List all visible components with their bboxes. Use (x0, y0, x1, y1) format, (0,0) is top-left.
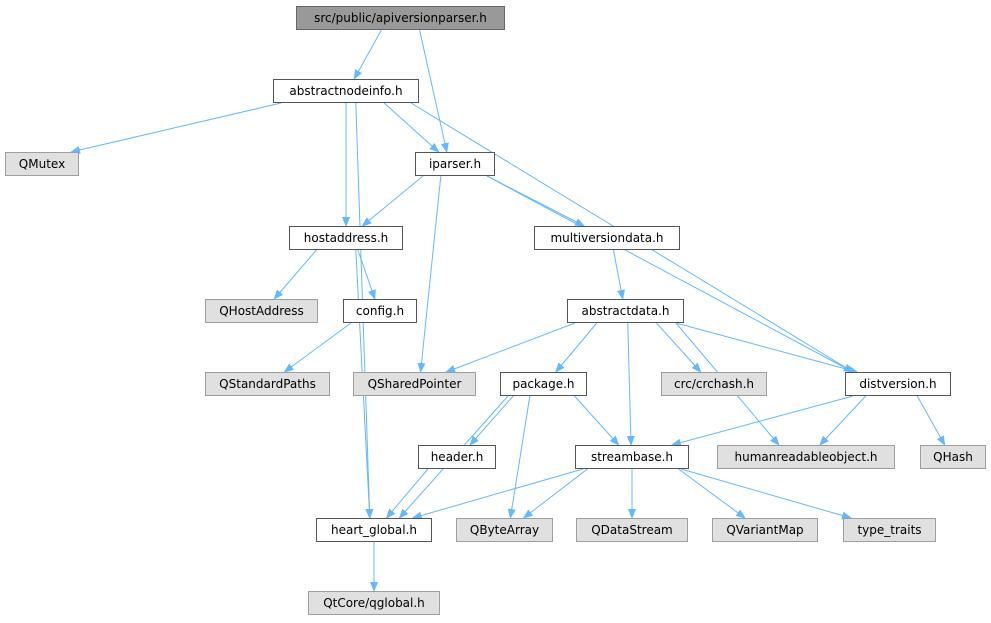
edge-streambase-to-heart_global (411, 468, 584, 520)
edge-package-to-streambase (574, 395, 620, 446)
node-qhostaddress: QHostAddress (205, 299, 318, 323)
node-package[interactable]: package.h (500, 372, 587, 396)
edge-streambase-to-qbytearray (522, 468, 588, 519)
node-streambase[interactable]: streambase.h (575, 445, 689, 469)
edge-multiversiondata-to-abstractdata (612, 249, 625, 300)
edge-hostaddress-to-qhostaddress (273, 249, 317, 300)
edge-abstractnodeinfo-to-qmutex (70, 102, 282, 154)
edge-abstractnodeinfo-to-iparser (383, 102, 440, 153)
edge-distversion-to-qhash (916, 395, 946, 446)
node-header[interactable]: header.h (418, 445, 496, 469)
node-qsharedpointer: QSharedPointer (353, 372, 476, 396)
node-heart-global[interactable]: heart_global.h (316, 518, 432, 542)
edge-root-to-iparser (419, 29, 449, 153)
edge-streambase-to-type_traits (680, 468, 852, 520)
node-qhash: QHash (920, 445, 986, 469)
edge-streambase-to-qvariantmap (678, 468, 746, 519)
node-qmutex: QMutex (5, 152, 79, 176)
node-qbytearray: QByteArray (456, 518, 553, 542)
node-multiversiondata[interactable]: multiversiondata.h (534, 226, 680, 250)
edge-header-to-heart_global (385, 468, 429, 519)
edge-distversion-to-streambase (670, 395, 854, 447)
node-qdatastream: QDataStream (576, 518, 688, 542)
edge-abstractdata-to-package (555, 322, 598, 373)
edge-abstractdata-to-streambase (626, 322, 635, 446)
edge-distversion-to-humanreadableobject (819, 395, 867, 446)
edge-iparser-to-hostaddress (361, 175, 424, 227)
edge-config-to-qstandardpaths (283, 322, 352, 373)
edge-abstractdata-to-distversion (675, 322, 859, 374)
node-humanreadableobject: humanreadableobject.h (717, 445, 895, 469)
edge-abstractdata-to-qsharedpointer (445, 322, 576, 373)
edge-package-to-header (469, 395, 514, 446)
node-abstractdata[interactable]: abstractdata.h (567, 299, 684, 323)
edge-hostaddress-to-config (357, 249, 376, 300)
node-abstractnodeinfo[interactable]: abstractnodeinfo.h (273, 79, 419, 103)
node-qvariantmap: QVariantMap (712, 518, 818, 542)
node-hostaddress[interactable]: hostaddress.h (289, 226, 403, 250)
edge-iparser-to-qsharedpointer (417, 175, 442, 373)
edge-abstractdata-to-crchash (656, 322, 702, 373)
edge-package-to-qbytearray (507, 395, 531, 519)
node-config[interactable]: config.h (343, 299, 417, 323)
node-qtcore-qglobal: QtCore/qglobal.h (308, 591, 440, 615)
node-distversion[interactable]: distversion.h (845, 372, 951, 396)
node-root-apiversionparser: src/public/apiversionparser.h (296, 6, 505, 30)
node-crchash: crc/crchash.h (661, 372, 767, 396)
node-qstandardpaths: QStandardPaths (205, 372, 330, 396)
node-iparser[interactable]: iparser.h (415, 152, 495, 176)
edge-root-to-abstractnodeinfo (353, 29, 382, 80)
node-type-traits: type_traits (843, 518, 936, 542)
edge-iparser-to-distversion (486, 175, 854, 373)
